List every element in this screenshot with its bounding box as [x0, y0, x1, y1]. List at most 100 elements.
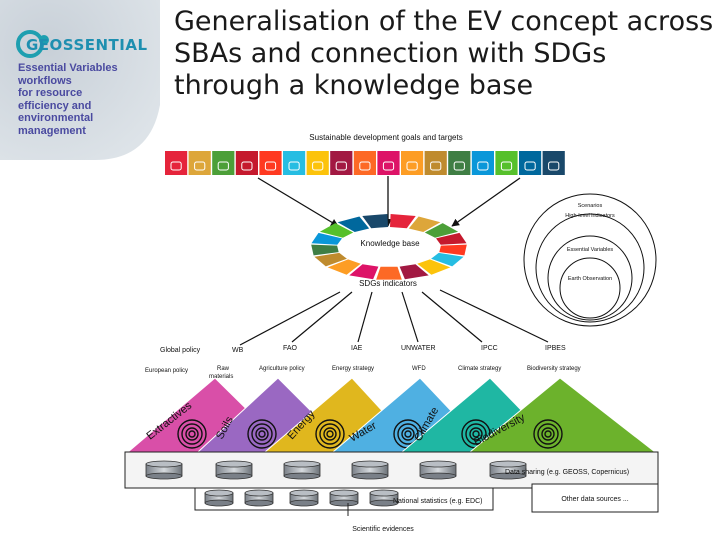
data-sharing-bar: [124, 451, 659, 489]
sdg-wheel-segment: [319, 223, 354, 238]
sdg-tile-icon: [406, 161, 418, 171]
logo-background: [0, 0, 160, 160]
sdg-tile-icon: [382, 161, 395, 171]
indicator-links: [239, 289, 549, 346]
sdg-tile-icon: [312, 161, 324, 171]
other-sources-label: Other data sources ...: [561, 496, 628, 503]
logo-panel: GEOSSENTIAL Essential Variables workflow…: [0, 0, 160, 160]
sdg-tile-icon: [500, 161, 513, 171]
sdg-wheel-segment: [327, 259, 361, 275]
logo-tagline-line: environmental: [18, 112, 94, 124]
wfd-label: WFD: [412, 366, 426, 372]
sdg-tile: [353, 151, 376, 175]
sdg-tile-icon: [524, 161, 536, 171]
database-icon: [283, 460, 321, 480]
sdg-tile: [377, 151, 400, 175]
database-row: [145, 460, 527, 480]
sdg-tile: [306, 151, 329, 175]
sdg-wheel-segment: [431, 252, 464, 267]
sdg-wheel-segment: [436, 232, 467, 245]
logo-tagline: Essential Variables workflows for resour…: [18, 62, 118, 137]
sdg-tile: [283, 151, 306, 175]
sdg-tile: [424, 151, 447, 175]
sdg-tile: [330, 151, 353, 175]
sdg-tile: [495, 151, 518, 175]
climate-strategy-label: Climate strategy: [458, 366, 501, 372]
sdg-wheel-segment: [311, 232, 342, 245]
scientific-evidences-label: Scientific evidences: [352, 526, 414, 533]
institution-label: IPCC: [481, 345, 498, 352]
biodiversity-strategy-label: Biodiversity strategy: [527, 366, 581, 372]
sdg-tile: [212, 151, 235, 175]
sdg-header: Sustainable development goals and target…: [309, 133, 462, 142]
sdg-tile: [259, 151, 282, 175]
database-icon: [489, 460, 527, 480]
institution-label: UNWATER: [401, 345, 436, 352]
sdg-tile-icon: [335, 161, 347, 171]
logo-tagline-line: for resource: [18, 87, 83, 99]
database-icon: [215, 460, 253, 480]
sdg-tiles-row: [165, 151, 565, 175]
concentric-arcs-icon: [315, 419, 345, 449]
sdg-tile: [448, 151, 471, 175]
database-row: [204, 489, 399, 507]
institution-label: WB: [232, 347, 244, 354]
sdg-wheel-segment: [424, 223, 459, 238]
agriculture-policy-label: Agriculture policy: [259, 366, 305, 372]
sdg-wheel-center: [338, 228, 440, 266]
sdg-tile: [401, 151, 424, 175]
sdg-wheel-segment: [408, 216, 441, 232]
sdg-tile: [471, 151, 494, 175]
logo-tagline-line: management: [18, 124, 86, 137]
institution-label: IPBES: [545, 345, 566, 352]
sdg-tile-icon: [217, 161, 229, 171]
logo-tagline-line: efficiency and: [18, 99, 92, 112]
knowledge-base-label: Knowledge base: [360, 239, 420, 248]
sdg-wheel: [311, 214, 467, 280]
database-icon: [204, 489, 234, 507]
logo-tagline-line: Essential Variables: [18, 62, 118, 74]
sdg-tile-icon: [194, 161, 206, 171]
institution-label: FAO: [283, 345, 298, 352]
sdg-wheel-segment: [390, 214, 416, 229]
pyramid-level-label: Scenarios: [578, 203, 603, 209]
sdg-tile: [542, 151, 565, 175]
european-policy-label: European policy: [145, 368, 188, 374]
sdg-tile-icon: [548, 161, 560, 171]
database-icon: [289, 489, 319, 507]
pyramid-level-label: Essential Variables: [567, 247, 614, 253]
sdg-wheel-segment: [337, 216, 370, 232]
sdg-tile-icon: [477, 161, 489, 171]
energy-strategy-label: Energy strategy: [332, 366, 374, 372]
sdg-tile-icon: [430, 161, 442, 171]
database-icon: [145, 460, 183, 480]
sdg-wheel-segment: [349, 264, 379, 280]
sdg-wheel-segment: [362, 214, 388, 229]
concentric-arcs-icon: [247, 419, 277, 449]
database-icon: [419, 460, 457, 480]
sdg-tile-icon: [288, 161, 300, 171]
sdg-tile: [519, 151, 542, 175]
concentric-arcs-icon: [393, 419, 423, 449]
database-icon: [244, 489, 274, 507]
sdg-wheel-segment: [417, 259, 451, 275]
other-sources-box: [531, 483, 659, 513]
logo-tagline-line: workflows: [18, 74, 72, 87]
sdg-tile-icon: [359, 161, 371, 171]
raw-materials-label: Raw materials: [209, 366, 233, 380]
sdg-indicators-label: SDGs indicators: [359, 279, 417, 288]
sdg-tile: [235, 151, 258, 175]
sdg-tile-icon: [241, 161, 253, 171]
data-sharing-label: Data sharing (e.g. GEOSS, Copernicus): [505, 469, 629, 476]
logo-brand: GEOSSENTIAL: [26, 36, 148, 54]
pyramid-level-label: High-level indicators: [565, 213, 615, 219]
concentric-arcs-icon: [177, 419, 207, 449]
arrow-sdg-to-kb: [451, 177, 521, 227]
database-icon: [329, 489, 359, 507]
database-icon: [369, 489, 399, 507]
sdg-tile: [165, 151, 188, 175]
arrow-sdg-to-kb: [257, 177, 339, 227]
institution-label: IAE: [351, 345, 363, 352]
sdg-wheel-segment: [311, 244, 339, 256]
